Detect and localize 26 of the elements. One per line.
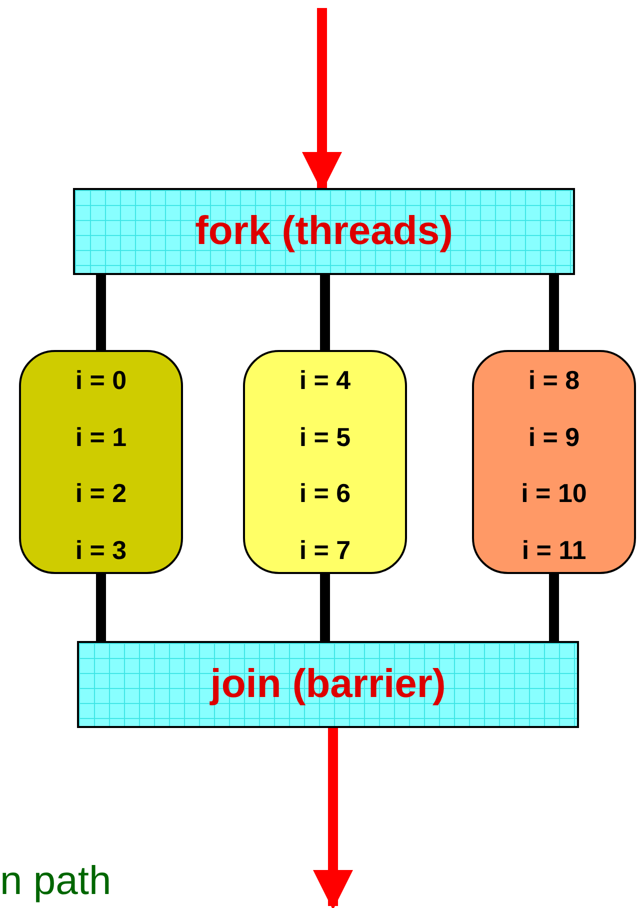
iteration-label: i = 5 xyxy=(299,420,351,453)
sync-bar xyxy=(77,641,579,728)
iteration-label: i = 11 xyxy=(522,534,586,566)
connector-line xyxy=(320,275,330,350)
iteration-label: i = 0 xyxy=(75,364,127,396)
connector-line xyxy=(96,275,106,350)
iteration-label: i = 3 xyxy=(75,534,127,566)
sync-bar xyxy=(73,188,575,275)
iteration-label: i = 4 xyxy=(299,364,351,396)
arrow xyxy=(313,728,353,908)
thread-box xyxy=(472,350,636,574)
thread-box xyxy=(19,350,183,574)
path-label: n path xyxy=(0,858,112,904)
iteration-label: i = 7 xyxy=(299,534,351,566)
iteration-label: i = 9 xyxy=(528,420,580,453)
iteration-label: i = 6 xyxy=(299,477,351,510)
thread-box xyxy=(243,350,407,574)
connector-line xyxy=(549,574,559,641)
connector-line xyxy=(549,275,559,350)
iteration-label: i = 8 xyxy=(528,364,580,396)
bar-label: join (barrier) xyxy=(210,662,446,707)
iteration-label: i = 2 xyxy=(75,477,127,510)
connector-line xyxy=(320,574,330,641)
iteration-label: i = 1 xyxy=(75,420,127,453)
bar-label: fork (threads) xyxy=(195,209,453,254)
iteration-label: i = 10 xyxy=(521,477,587,510)
